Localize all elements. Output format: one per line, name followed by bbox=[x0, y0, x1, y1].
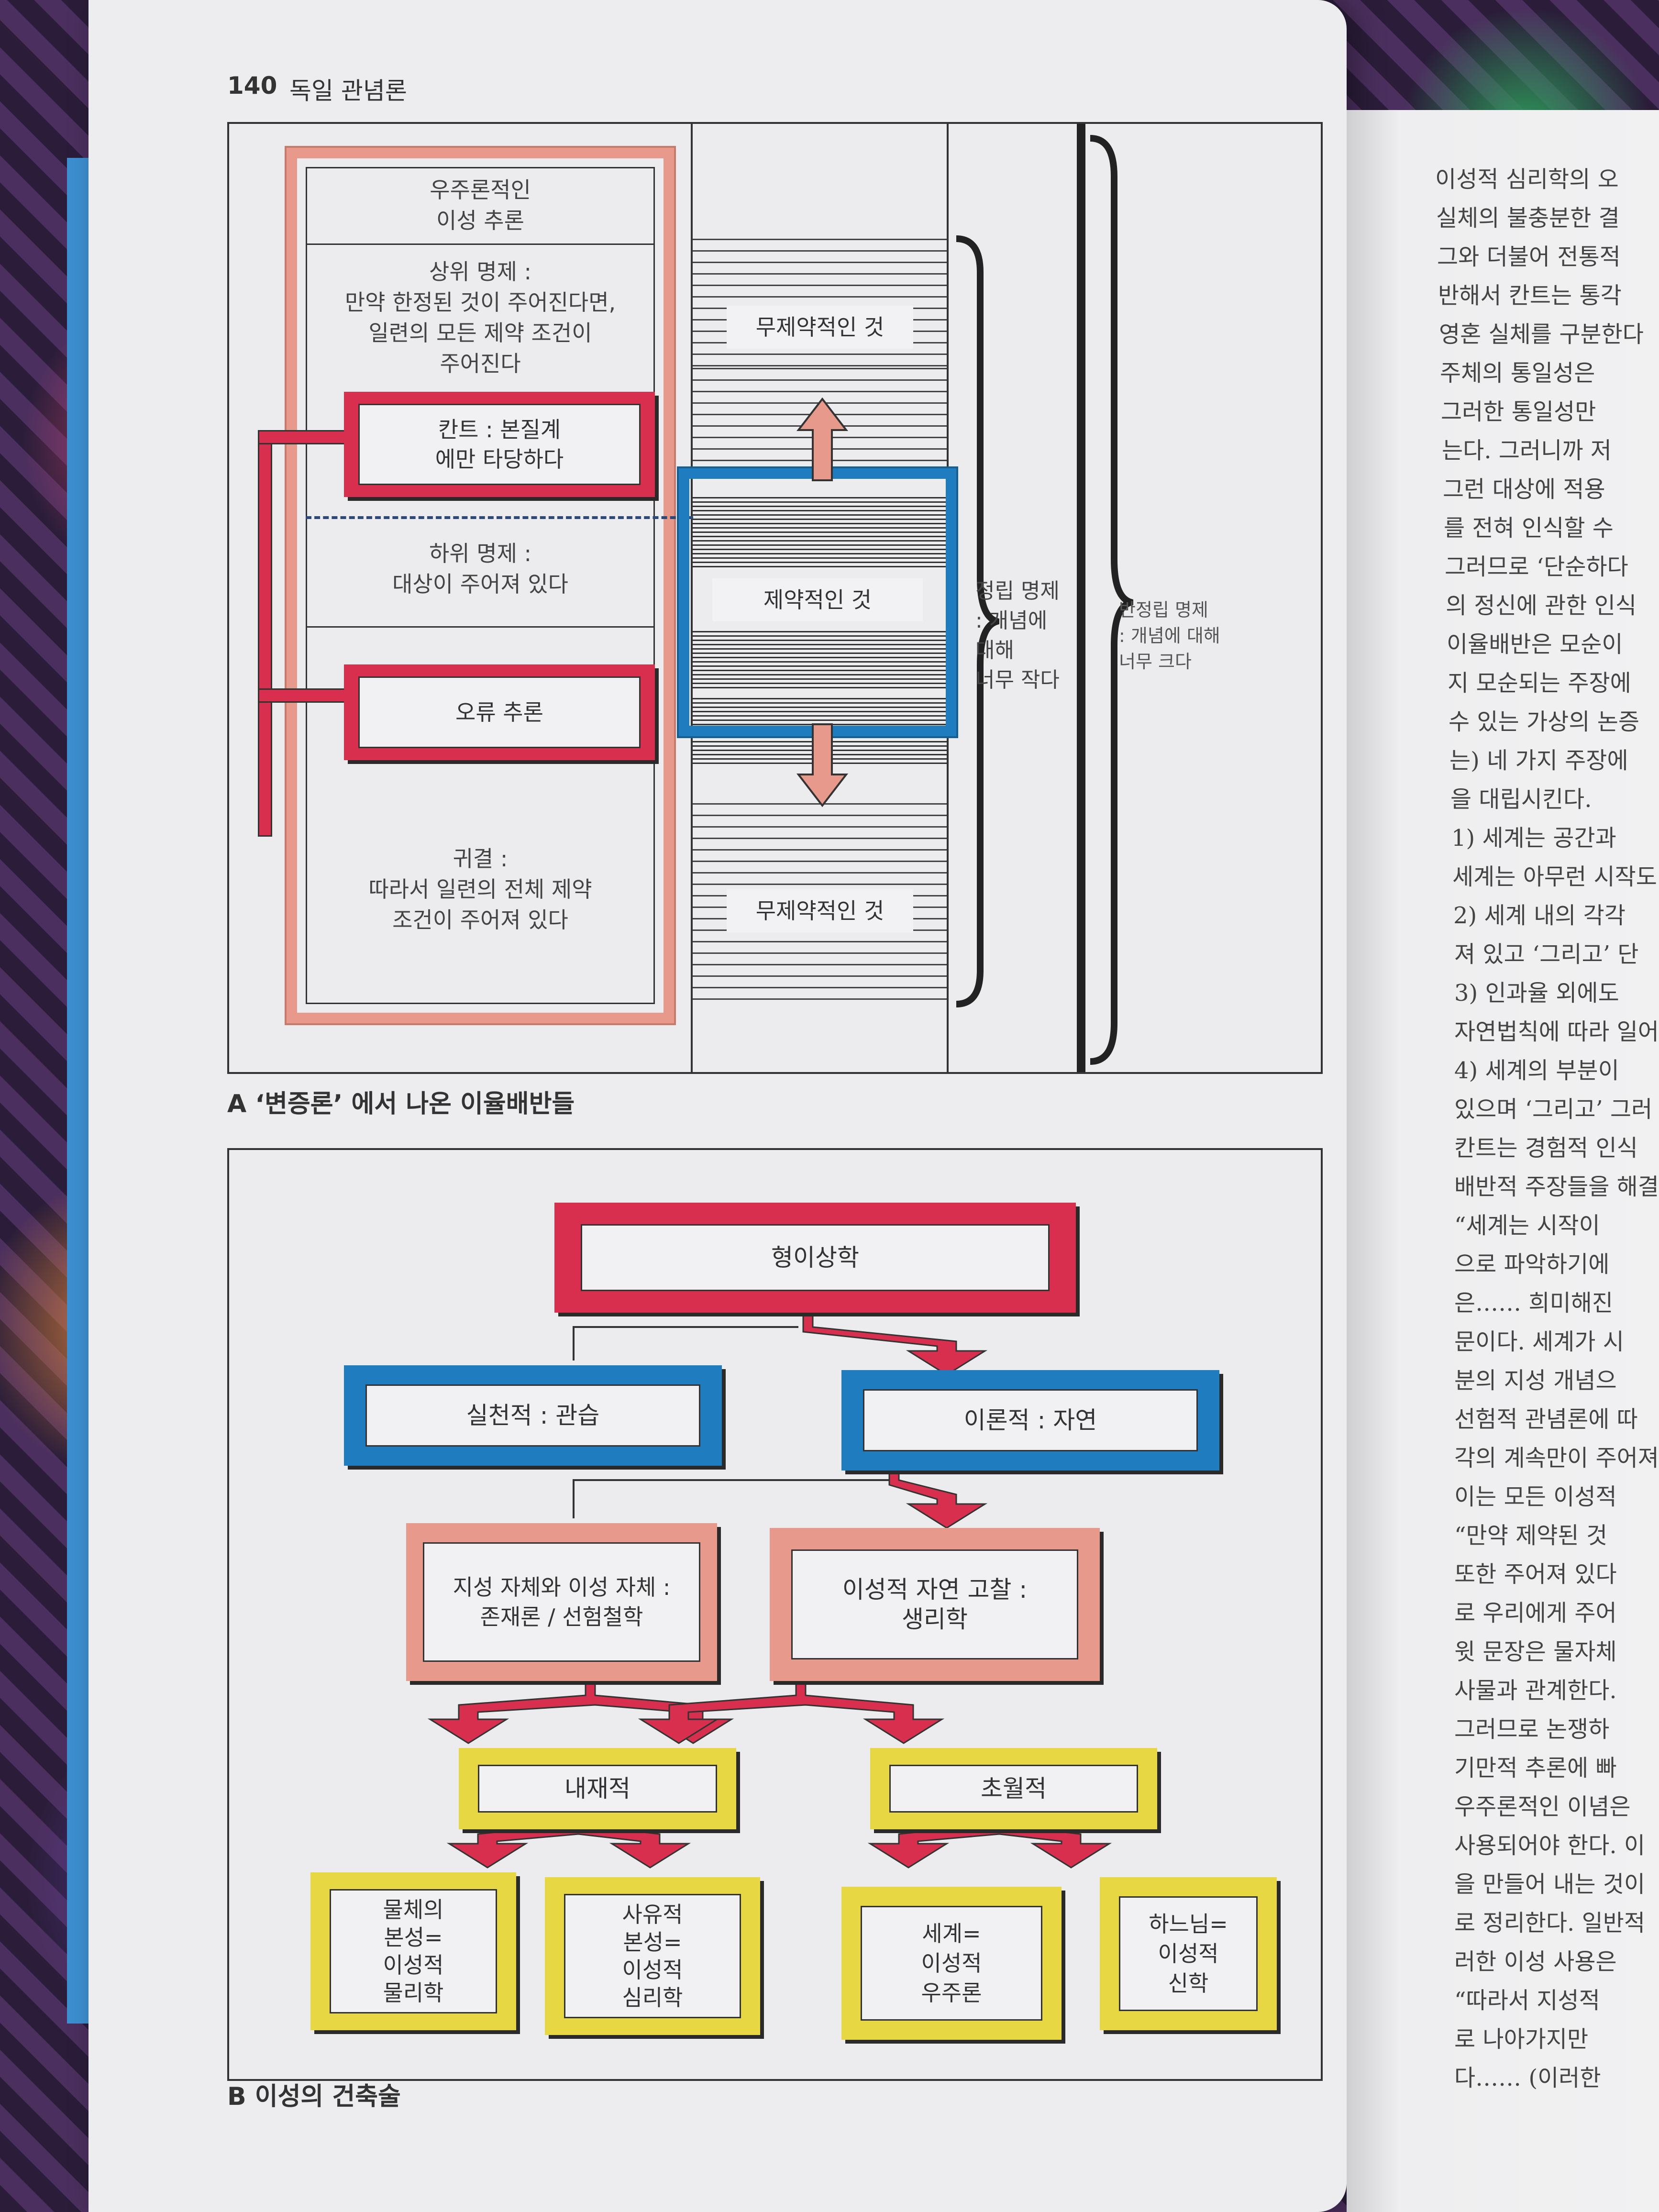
text-line: 로 정리한다. 일반적 bbox=[1454, 1910, 1646, 1936]
down-arrow-icon bbox=[796, 723, 849, 807]
text-line: 또한 주어져 있다 bbox=[1454, 1561, 1617, 1588]
text-line: 실체의 불충분한 결 bbox=[1436, 205, 1620, 232]
text-line: 분의 지성 개념으 bbox=[1454, 1367, 1617, 1394]
brace-icon bbox=[1090, 135, 1133, 1065]
text-line: 은…… 희미해진 bbox=[1454, 1290, 1614, 1316]
theoretical-box: 이론적 : 자연 bbox=[841, 1370, 1219, 1471]
text-line: 러한 이성 사용은 bbox=[1454, 1948, 1617, 1975]
text-line: 각의 계속만이 주어져 bbox=[1454, 1445, 1659, 1471]
tree-connectors bbox=[427, 1307, 1112, 1869]
text-line: 칸트는 경험적 인식 bbox=[1454, 1135, 1638, 1161]
syllogism-frame bbox=[285, 146, 676, 1025]
text-line: 는) 네 가지 주장에 bbox=[1449, 747, 1628, 774]
text-line: 기만적 추론에 빠 bbox=[1454, 1755, 1617, 1781]
ontology-box: 지성 자체와 이성 자체 : 존재론 / 선험철학 bbox=[406, 1523, 717, 1681]
red-connector bbox=[258, 430, 272, 837]
text-line: 다…… (이러한 bbox=[1454, 2065, 1601, 2091]
minor-premise: 하위 명제 : 대상이 주어져 있다 bbox=[392, 541, 568, 597]
antithesis-label: 반정립 명제 : 개념에 대해 너무 크다 bbox=[1119, 599, 1220, 672]
text-line: 그러므로 논쟁하 bbox=[1454, 1716, 1610, 1743]
text-line: 져 있고 ‘그리고’ 단 bbox=[1454, 941, 1639, 968]
kant-box: 칸트 : 본질계 에만 타당하다 bbox=[344, 392, 655, 497]
syllogism-inner bbox=[306, 167, 655, 1004]
unconditioned-top: 무제약적인 것 bbox=[727, 306, 913, 349]
text-line: 로 나아가지만 bbox=[1454, 2026, 1589, 2053]
text-line: 4) 세계의 부분이 bbox=[1454, 1057, 1619, 1084]
text-line: 있으며 ‘그리고’ 그러 bbox=[1454, 1096, 1653, 1123]
fallacy-box: 오류 추론 bbox=[344, 664, 655, 760]
figure-b-caption: B 이성의 건축술 bbox=[227, 2082, 401, 2111]
text-line: 자연법칙에 따라 일어 bbox=[1454, 1018, 1659, 1045]
text-line: 이성적 심리학의 오 bbox=[1435, 166, 1619, 193]
text-line: 세계는 아무런 시작도 bbox=[1452, 863, 1657, 890]
text-line: 를 전혀 인식할 수 bbox=[1444, 515, 1614, 542]
cosmological-title: 우주론적인 이성 추론 bbox=[430, 177, 531, 233]
text-line: 주체의 통일성은 bbox=[1440, 360, 1595, 387]
text-line: 수 있는 가상의 논증 bbox=[1449, 708, 1640, 735]
page-number: 140 bbox=[227, 72, 277, 100]
text-line: 선험적 관념론에 따 bbox=[1454, 1406, 1638, 1433]
physiology-box: 이성적 자연 고찰 : 생리학 bbox=[770, 1528, 1100, 1681]
text-line: 반해서 칸트는 통각 bbox=[1438, 282, 1622, 309]
text-line: 을 대립시킨다. bbox=[1450, 786, 1592, 813]
immanent-box: 내재적 bbox=[459, 1748, 736, 1829]
row-line bbox=[306, 243, 655, 245]
text-line: 의 정신에 관한 인식 bbox=[1446, 592, 1637, 619]
figure-a-panel: 우주론적인 이성 추론 상위 명제 : 만약 한정된 것이 주어진다면, 일련의… bbox=[227, 122, 1323, 1074]
conclusion: 귀결 : 따라서 일련의 전체 제약 조건이 주어져 있다 bbox=[368, 846, 592, 933]
unconditioned-bottom: 무제약적인 것 bbox=[727, 889, 913, 932]
text-line: 지 모순되는 주장에 bbox=[1448, 670, 1631, 697]
up-arrow-icon bbox=[796, 397, 849, 481]
psychology-box: 사유적 본성= 이성적 심리학 bbox=[545, 1877, 760, 2035]
text-line: 으로 파악하기에 bbox=[1454, 1251, 1610, 1278]
dashed-line bbox=[306, 516, 693, 519]
figure-b-panel: 형이상학 실천적 : 관습 이론적 : 자연 지성 자체와 이성 자체 : 존재… bbox=[227, 1148, 1323, 2081]
text-line: 사물과 관계한다. bbox=[1454, 1677, 1617, 1704]
text-line: 을 만들어 내는 것이 bbox=[1454, 1871, 1646, 1898]
text-line: 윗 문장은 물자체 bbox=[1454, 1638, 1617, 1665]
text-line: 로 우리에게 주어 bbox=[1454, 1600, 1617, 1626]
thesis-label: 정립 명제 : 개념에 대해 너무 작다 bbox=[975, 579, 1060, 692]
practical-box: 실천적 : 관습 bbox=[344, 1365, 722, 1466]
brace-icon bbox=[956, 235, 999, 1007]
text-line: 그런 대상에 적용 bbox=[1443, 476, 1605, 503]
metaphysics-box: 형이상학 bbox=[554, 1203, 1076, 1313]
conditioned-label: 제약적인 것 bbox=[712, 578, 923, 621]
text-line: 문이다. 세계가 시 bbox=[1454, 1328, 1624, 1355]
text-line: “따라서 지성적 bbox=[1454, 1987, 1600, 2014]
text-line: 는다. 그러니까 저 bbox=[1442, 437, 1612, 464]
text-line: 그러므로 ‘단순하다 bbox=[1445, 553, 1628, 580]
text-line: “만약 제약된 것 bbox=[1454, 1522, 1608, 1549]
right-page bbox=[1347, 110, 1659, 2212]
text-line: 영혼 실체를 구분한다 bbox=[1439, 321, 1644, 348]
series-lines bbox=[693, 497, 947, 569]
text-line: 배반적 주장들을 해결 bbox=[1454, 1173, 1659, 1200]
major-premise: 상위 명제 : 만약 한정된 것이 주어진다면, 일련의 모든 제약 조건이 주… bbox=[344, 259, 616, 376]
text-line: 우주론적인 이념은 bbox=[1454, 1793, 1631, 1820]
physics-box: 물체의 본성= 이성적 물리학 bbox=[310, 1872, 516, 2030]
transcendent-box: 초월적 bbox=[870, 1748, 1157, 1829]
text-line: 이는 모든 이성적 bbox=[1454, 1483, 1617, 1510]
text-line: 이율배반은 모순이 bbox=[1447, 631, 1623, 658]
text-line: 3) 인과율 외에도 bbox=[1454, 980, 1619, 1006]
figure-a-caption: A ‘변증론’ 에서 나온 이율배반들 bbox=[227, 1090, 575, 1118]
text-line: 1) 세계는 공간과 bbox=[1451, 825, 1616, 852]
text-line: “세계는 시작이 bbox=[1454, 1212, 1600, 1239]
text-line: 그와 더불어 전통적 bbox=[1437, 243, 1621, 270]
divider bbox=[691, 124, 693, 1072]
text-line: 2) 세계 내의 각각 bbox=[1453, 902, 1626, 929]
text-line: 그러한 통일성만 bbox=[1441, 398, 1596, 425]
series-lines bbox=[693, 631, 947, 688]
running-title: 독일 관념론 bbox=[289, 77, 407, 105]
row-line bbox=[306, 626, 655, 628]
theology-box: 하느님= 이성적 신학 bbox=[1100, 1877, 1277, 2030]
thick-divider bbox=[1077, 124, 1085, 1072]
text-line: 사용되어야 한다. 이 bbox=[1454, 1832, 1646, 1859]
left-page: 140 독일 관념론 우주론적인 이성 추론 상위 명제 : 만약 한정된 것이… bbox=[88, 0, 1347, 2212]
cosmology-box: 세계= 이성적 우주론 bbox=[841, 1887, 1062, 2040]
